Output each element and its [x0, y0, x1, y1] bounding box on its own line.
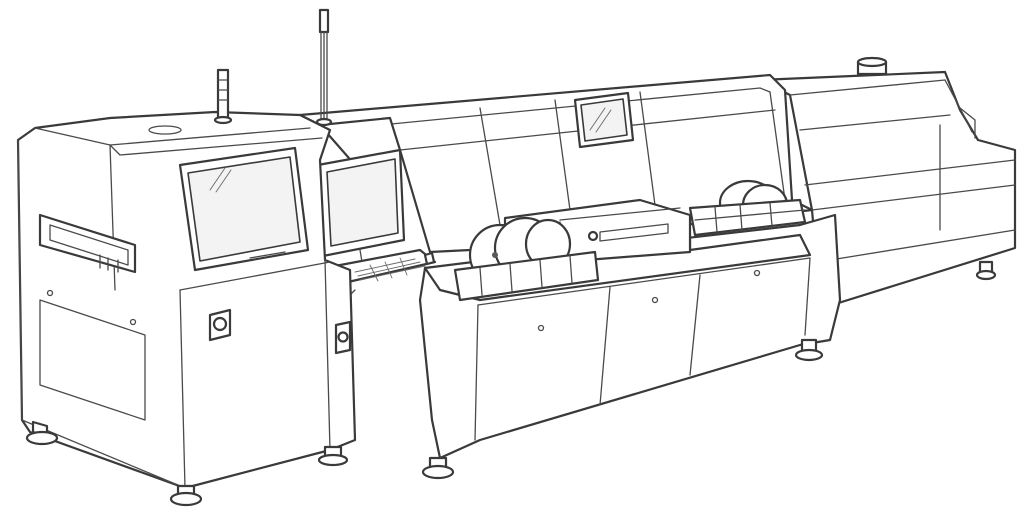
oven-foot-right	[975, 260, 997, 281]
side-vent-slot	[38, 213, 137, 274]
operator-console	[316, 116, 437, 296]
pnp-foot-left	[421, 456, 455, 480]
signal-tower-left	[213, 68, 233, 125]
feeder-reels-right	[688, 179, 807, 237]
stencil-printer	[16, 8, 357, 507]
feeder-reels-left	[453, 216, 600, 302]
printer-window	[178, 146, 310, 272]
exhaust-port	[856, 56, 888, 76]
signal-tower-right	[315, 8, 333, 127]
printer-foot-center	[169, 484, 203, 507]
emergency-stop-button[interactable]	[208, 308, 232, 342]
printer-foot-left	[25, 420, 59, 446]
operator-monitor	[316, 148, 406, 258]
pnp-foot-right	[794, 338, 824, 362]
side-stop-button[interactable]	[334, 320, 352, 355]
pick-and-place-machine	[298, 73, 842, 480]
printer-foot-right	[317, 445, 349, 467]
top-display-monitor	[573, 91, 635, 149]
